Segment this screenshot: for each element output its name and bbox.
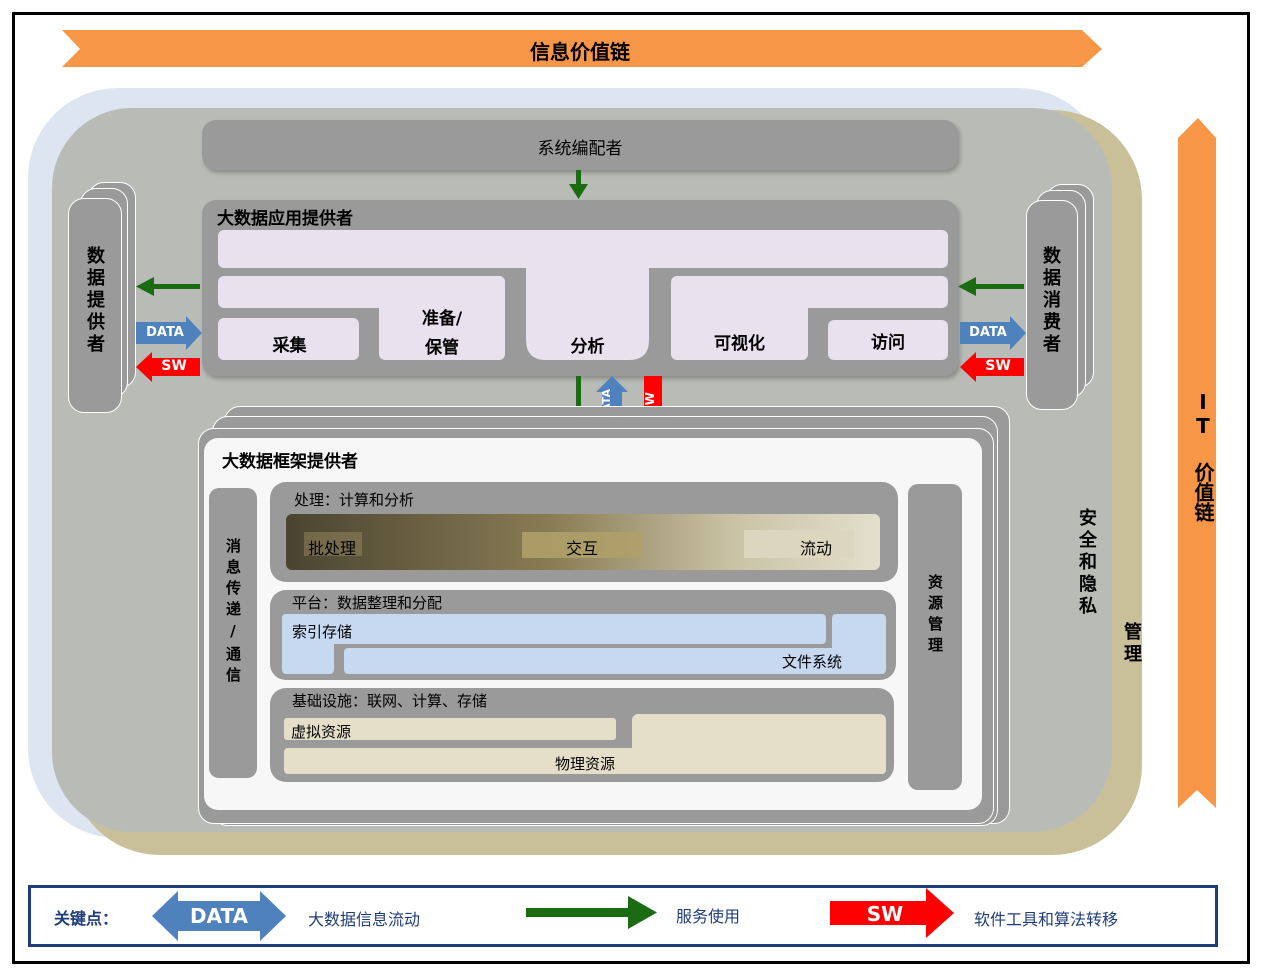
activity-collect: 采集 [272, 336, 307, 356]
activity-prepare-line2: 保管 [425, 338, 459, 358]
system-orchestrator-box [202, 120, 958, 170]
data-provider-label: 数据提供者 [84, 246, 105, 356]
physical-resources-label: 物理资源 [554, 755, 615, 773]
legend-sw-label: SW [866, 902, 904, 926]
legend-data-label: DATA [189, 904, 249, 928]
it-value-chain-label: IT 价值链 [1191, 390, 1215, 522]
it-value-chain-arrow [1178, 118, 1216, 808]
legend-service-desc: 服务使用 [676, 907, 741, 926]
resource-management-label: 资源管理 [926, 574, 944, 658]
legend-data-arrow [152, 891, 286, 941]
consumer-arrows [958, 277, 1026, 382]
it-value-chain-title: IT 价值链 [1184, 390, 1215, 522]
legend-service-arrow [526, 896, 657, 929]
interactive-label: 交互 [565, 539, 598, 558]
management-label: 管理 [1121, 622, 1142, 666]
provider-data-arrow [136, 316, 202, 350]
framework-title: 大数据框架提供者 [222, 452, 358, 472]
data-provider-box [68, 198, 122, 413]
activity-prepare-line1: 准备/ [421, 309, 463, 329]
batch-label: 批处理 [308, 539, 357, 558]
consumer-sw-arrow [960, 352, 1024, 382]
provider-sw-label: SW [161, 358, 187, 374]
consumer-data-arrow [960, 316, 1026, 350]
info-value-chain-title: 信息价值链 [530, 40, 630, 64]
infrastructure-title: 基础设施：联网、计算、存储 [292, 692, 488, 710]
consumer-service-arrow [958, 277, 1024, 296]
streaming-label: 流动 [800, 539, 833, 558]
system-orchestrator-label: 系统编配者 [537, 139, 623, 159]
app-provider-title: 大数据应用提供者 [217, 209, 353, 229]
consumer-sw-label: SW [985, 358, 1011, 374]
processing-title: 处理：计算和分析 [294, 491, 415, 509]
data-consumer-box [1026, 200, 1078, 410]
interactive-box [522, 532, 642, 558]
provider-sw-arrow [136, 352, 200, 382]
streaming-box [744, 530, 854, 558]
batch-box [304, 532, 362, 556]
legend-sw-arrow [830, 888, 954, 938]
activity-access: 访问 [871, 333, 905, 353]
resource-management-column [908, 484, 962, 790]
legend-key-label: 关键点： [54, 909, 119, 928]
messaging-column [209, 488, 257, 778]
provider-data-label: DATA [146, 325, 184, 340]
legend-sw-desc: 软件工具和算法转移 [974, 910, 1119, 929]
indexed-storage-label: 索引存储 [292, 623, 353, 641]
provider-service-arrow [136, 277, 200, 296]
data-consumer-label: 数据消费者 [1040, 246, 1061, 356]
messaging-label: 消息传递/通信 [224, 538, 242, 688]
virtual-resources-label: 虚拟资源 [291, 723, 352, 741]
security-privacy-label: 安全和隐私 [1076, 508, 1097, 618]
activity-analyze: 分析 [570, 337, 605, 357]
consumer-data-label: DATA [969, 325, 1007, 340]
activity-visualize: 可视化 [714, 334, 765, 354]
platform-shapes [282, 614, 886, 674]
app-provider-activities [218, 230, 948, 360]
legend-data-desc: 大数据信息流动 [308, 910, 421, 929]
platform-title: 平台：数据整理和分配 [292, 594, 443, 612]
provider-arrows [136, 277, 202, 382]
file-system-label: 文件系统 [782, 653, 843, 671]
infrastructure-shapes [284, 714, 886, 774]
info-value-chain-arrow [62, 30, 1102, 67]
orchestrator-service-arrow [569, 170, 588, 199]
